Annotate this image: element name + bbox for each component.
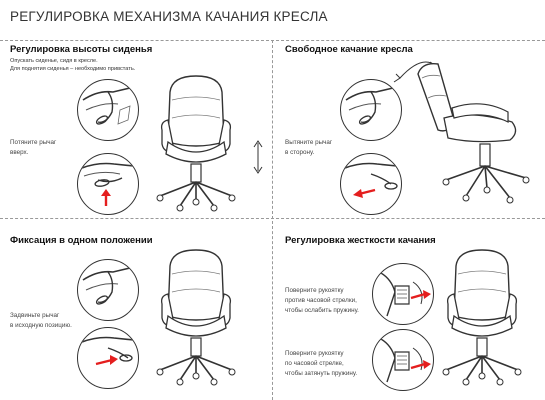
office-chair-icon xyxy=(392,48,542,213)
knob-loosen-icon xyxy=(372,263,434,325)
lever-pull-up-icon xyxy=(77,153,139,215)
lever-push-in-icon xyxy=(77,327,139,389)
seat-height-title: Регулировка высоты сиденья xyxy=(10,44,153,55)
page-title: РЕГУЛИРОВКА МЕХАНИЗМА КАЧАНИЯ КРЕСЛА xyxy=(10,9,328,24)
office-chair-icon xyxy=(436,246,528,386)
fixation-title: Фиксация в одном положении xyxy=(10,235,153,246)
height-arrow-icon xyxy=(252,140,264,174)
seat-height-desc-2: Для поднятия сиденья – необходимо привст… xyxy=(10,66,136,72)
seat-height-desc-1: Опускать сиденье, сидя в кресле. xyxy=(10,58,98,64)
lever-pull-out-icon xyxy=(340,153,402,215)
stiffness-note2-line3: чтобы затянуть пружину. xyxy=(285,370,358,377)
lever-detail-icon xyxy=(340,79,402,141)
stiffness-note2-line2: по часовой стрелке, xyxy=(285,360,344,367)
free-swing-note-1: Вытяните рычаг xyxy=(285,139,333,146)
free-swing-note-2: в сторону. xyxy=(285,149,315,156)
center-divider xyxy=(272,40,273,400)
stiffness-note1-line2: против часовой стрелки, xyxy=(285,297,357,304)
stiffness-note2-line1: Поверните рукоятку xyxy=(285,350,344,357)
knob-tighten-icon xyxy=(372,329,434,391)
fixation-note-1: Задвиньте рычаг xyxy=(10,312,60,319)
stiffness-title: Регулировка жесткости качания xyxy=(285,235,436,246)
free-swing-title: Свободное качание кресла xyxy=(285,44,413,55)
office-chair-icon xyxy=(150,72,242,212)
stiffness-note1-line3: чтобы ослабить пружину. xyxy=(285,307,359,314)
seat-height-note-1: Потяните рычаг xyxy=(10,139,57,146)
seat-height-note-2: вверх. xyxy=(10,149,29,156)
office-chair-icon xyxy=(150,246,242,386)
lever-detail-icon xyxy=(77,259,139,321)
stiffness-note1-line1: Поверните рукоятку xyxy=(285,287,344,294)
fixation-note-2: в исходную позицию. xyxy=(10,322,72,329)
lever-detail-icon xyxy=(77,79,139,141)
